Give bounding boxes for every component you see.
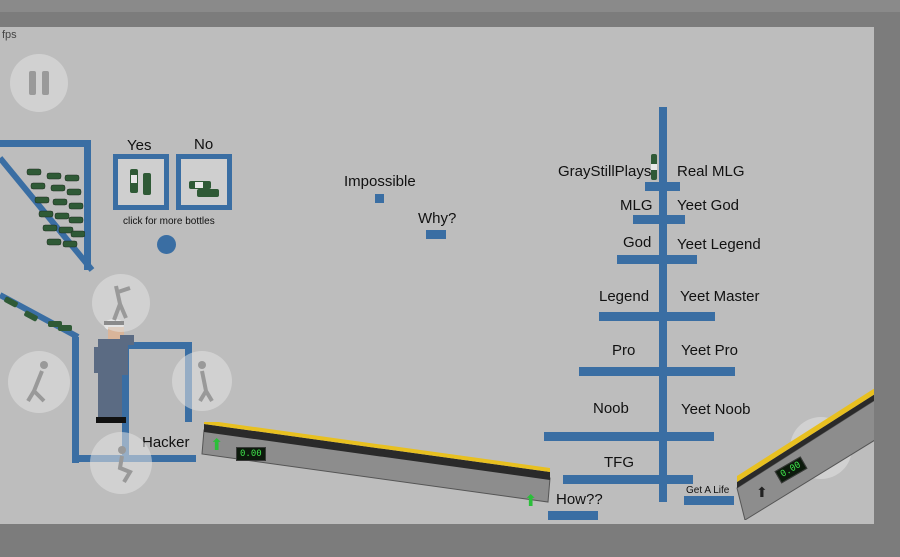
platform-why: [426, 230, 446, 239]
tower-label-left-7: TFG: [604, 454, 634, 471]
conveyor-right: [736, 388, 874, 520]
player-character[interactable]: [80, 313, 140, 428]
tower-label-right-2: Yeet God: [677, 197, 739, 214]
tower-label-left-2: MLG: [620, 197, 653, 214]
start-wall: [72, 337, 79, 463]
bottle-rack-top: [0, 140, 90, 147]
jump-icon: [112, 285, 131, 321]
fps-counter: fps: [2, 29, 17, 41]
gate-left-post: [122, 342, 129, 457]
bottle-yes-label: Yes: [127, 137, 152, 154]
tower-step-5: [579, 367, 735, 376]
up-arrow-icon: ⬆: [756, 484, 768, 500]
label-get-a-life: Get A Life: [686, 485, 730, 496]
gate-top: [122, 342, 192, 349]
tower-label-right-6: Yeet Noob: [681, 401, 751, 418]
up-arrow-icon: ⬆: [524, 493, 538, 510]
bottle-no-button[interactable]: [176, 154, 232, 210]
label-why: Why?: [418, 210, 457, 227]
tower-step-7: [563, 475, 693, 484]
jump-button[interactable]: [92, 274, 150, 332]
lean-forward-icon: [198, 361, 214, 403]
up-arrow-icon: ⬆: [210, 437, 224, 454]
tower-step-3: [617, 255, 697, 264]
tower-step-6: [544, 432, 714, 441]
left-ramp: [0, 292, 80, 340]
platform-how: [548, 511, 598, 520]
label-impossible: Impossible: [344, 173, 416, 190]
more-bottles-label: click for more bottles: [123, 216, 215, 227]
platform-get-a-life: [684, 496, 734, 505]
lean-back-icon: [26, 361, 48, 403]
tower-label-left-5: Pro: [612, 342, 636, 359]
crouch-icon: [117, 446, 133, 484]
bottle-yes-button[interactable]: [113, 154, 169, 210]
conveyor-left-timer: 0.00: [236, 447, 266, 461]
conveyor-left: [201, 422, 551, 503]
lean-back-button[interactable]: [8, 351, 70, 413]
tower-label-right-3: Yeet Legend: [677, 236, 761, 253]
tower-step-1: [645, 182, 680, 191]
label-how: How??: [556, 491, 603, 508]
tower-label-left-1: GrayStillPlays: [558, 163, 652, 180]
ball-object[interactable]: [157, 235, 176, 254]
tower-step-4: [599, 312, 715, 321]
bottle-icon: [189, 181, 219, 197]
bottle-rack-side: [84, 140, 91, 270]
tower-label-left-3: God: [623, 234, 652, 251]
bottle-icon: [651, 154, 657, 180]
tower-pole: [659, 107, 667, 502]
platform-impossible: [375, 194, 384, 203]
tower-label-right-5: Yeet Pro: [681, 342, 738, 359]
bottle-icon: [130, 169, 151, 195]
lean-forward-button[interactable]: [172, 351, 232, 411]
label-hacker: Hacker: [142, 434, 190, 451]
tower-label-right-4: Yeet Master: [680, 288, 760, 305]
bottle-pile-icon: [26, 168, 85, 248]
tower-step-2: [633, 215, 685, 224]
tower-label-left-6: Noob: [593, 400, 629, 417]
game-canvas[interactable]: fps Yes No: [0, 27, 874, 524]
pause-button[interactable]: [10, 54, 68, 112]
bottle-no-label: No: [194, 136, 214, 153]
tower-label-right-1: Real MLG: [677, 163, 745, 180]
tower-label-left-4: Legend: [599, 288, 650, 305]
crouch-button[interactable]: [90, 432, 152, 494]
window-top-bar: [0, 0, 900, 12]
